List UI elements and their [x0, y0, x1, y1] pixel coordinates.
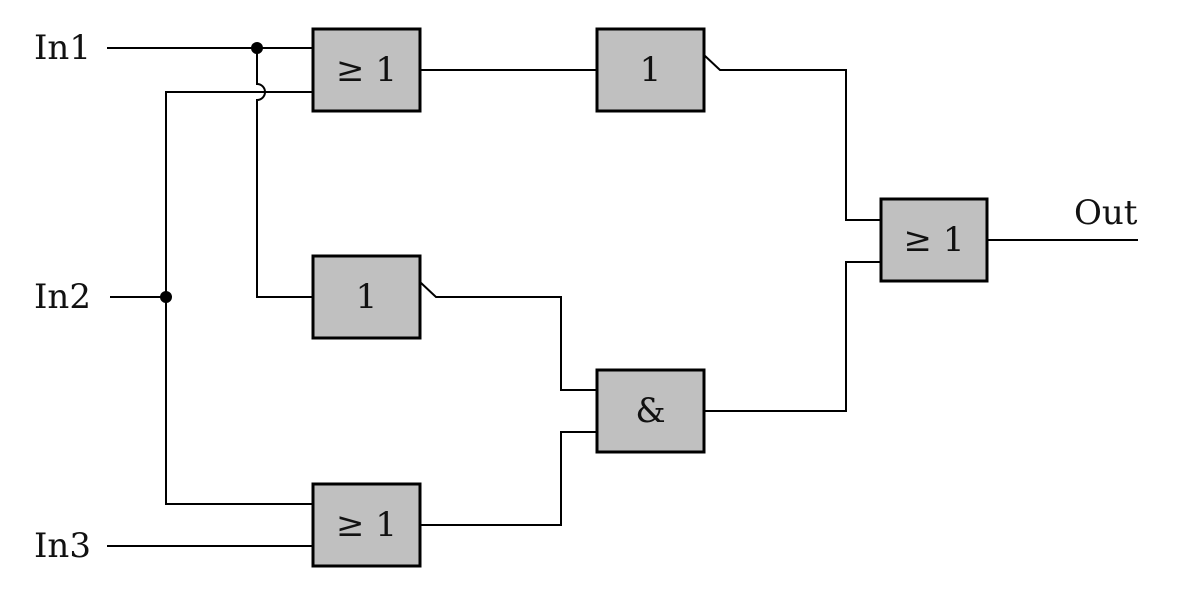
- gate-not-top-label: 1: [640, 50, 662, 90]
- wire-in2-to-bottom-or: [165, 297, 313, 505]
- junction-dot-in2: [160, 291, 172, 303]
- wire-not-mid-to-and: [419, 281, 597, 391]
- gate-or-out: ≥ 1: [879, 197, 989, 283]
- input-label-in3: In3: [34, 526, 91, 566]
- gate-and-mid-label: &: [635, 391, 665, 431]
- wire-in2-to-top-or: [165, 91, 313, 297]
- gate-or-out-label: ≥ 1: [904, 220, 965, 260]
- gate-not-mid: 1: [311, 254, 422, 340]
- gate-or-bottom: ≥ 1: [311, 482, 422, 568]
- gate-and-mid-box: [595, 368, 706, 454]
- gate-or-bottom-label: ≥ 1: [336, 505, 397, 545]
- gate-and-mid: &: [595, 368, 706, 454]
- gate-or-top: ≥ 1: [311, 27, 422, 113]
- gate-or-top-label: ≥ 1: [336, 50, 397, 90]
- gate-not-mid-label: 1: [356, 277, 378, 317]
- gate-not-top: 1: [595, 27, 706, 113]
- wire-in1-branch: [256, 48, 313, 298]
- input-label-in2: In2: [34, 277, 91, 317]
- gate-or-top-box: [311, 27, 422, 113]
- wire-not-top-to-or-out: [703, 54, 881, 221]
- gate-or-out-box: [879, 197, 989, 283]
- gate-or-bottom-box: [311, 482, 422, 568]
- junction-dot-in1: [251, 42, 263, 54]
- output-label-out: Out: [1074, 193, 1138, 233]
- input-label-in1: In1: [34, 28, 91, 68]
- gate-not-top-box: [595, 27, 706, 113]
- wire-or-bottom-to-and: [420, 431, 597, 526]
- wires: [107, 47, 1138, 547]
- gate-not-mid-box: [311, 254, 422, 340]
- wire-and-to-or-out: [704, 261, 881, 412]
